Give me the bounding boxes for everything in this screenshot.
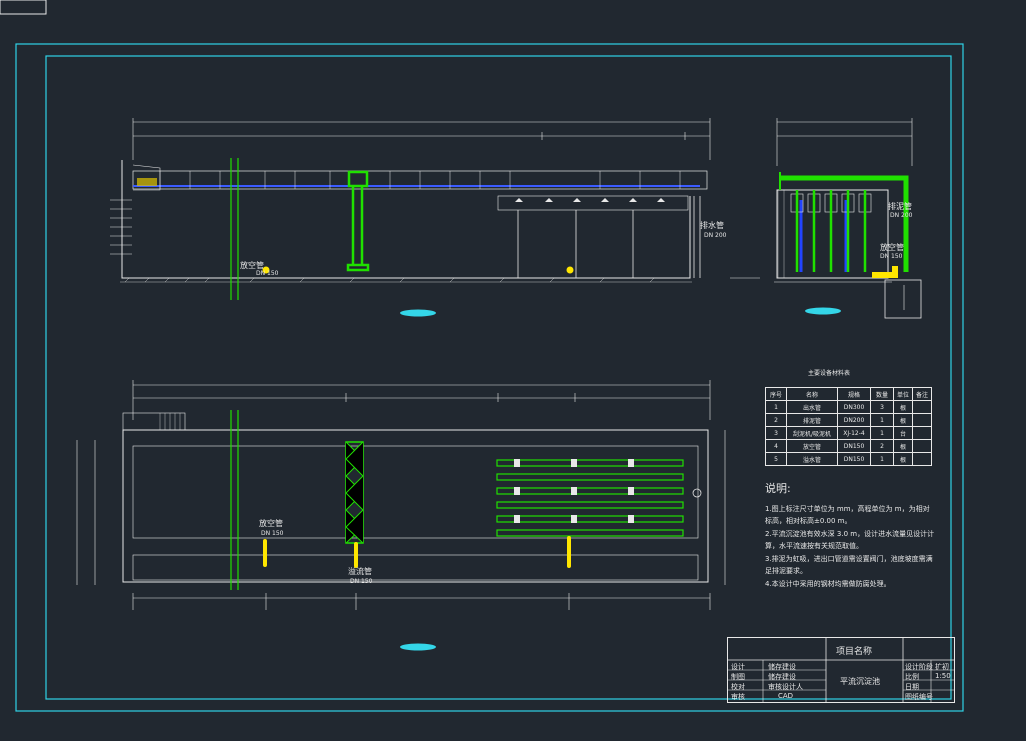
table-cell: 根 [893, 413, 913, 427]
table-header: 单位 [893, 387, 913, 401]
table-cell: DN200 [837, 413, 871, 427]
title-block-meta-value: 1:50 [935, 672, 951, 680]
table-cell: 5 [765, 452, 787, 466]
table-cell: 2 [870, 439, 894, 453]
plan-drain-pipe-label: 放空管 [259, 519, 283, 528]
drawing-title: 平流沉淀池 [840, 677, 880, 686]
table-header: 数量 [870, 387, 894, 401]
project-name-label: 项目名称 [836, 647, 873, 657]
table-header-row: 序号 名称 规格 数量 单位 备注 [765, 387, 932, 401]
equipment-table: 序号 名称 规格 数量 单位 备注 1 出水管 DN300 3 根 2 排泥管 … [765, 387, 932, 466]
note-item: 4.本设计中采用的钢材均需做防腐处理。 [765, 580, 891, 588]
table-row: 5 溢水管 DN150 1 根 [765, 452, 932, 466]
table-cell: 溢水管 [786, 452, 838, 466]
title-block-meta-label: 比例 [905, 673, 919, 681]
table-cell: 刮泥机/吸泥机 [786, 426, 838, 440]
sludge-pipe-label: 排泥管 [888, 202, 912, 211]
table-row: 3 刮泥机/吸泥机 XJ-12-4 1 台 [765, 426, 932, 440]
plan-caption [400, 643, 436, 651]
title-block-meta-label: 日期 [905, 683, 919, 691]
section-caption-2 [805, 307, 841, 315]
table-cell [912, 452, 932, 466]
table-cell: 出水管 [786, 400, 838, 414]
table-cell: 3 [870, 400, 894, 414]
plan-overflow-pipe-label: 溢流管 [348, 567, 372, 576]
outlet-pipe-dn: DN 200 [704, 232, 727, 239]
overflow-pipe-dn: DN 150 [880, 253, 903, 260]
note-item: 3.排泥为虹吸，进出口管道需设置阀门，池底坡度需满足排泥要求。 [765, 555, 933, 575]
plan-overflow-pipe-dn: DN 150 [350, 578, 373, 585]
table-cell: 4 [765, 439, 787, 453]
title-block-meta-value: 扩初 [935, 663, 949, 671]
table-cell: 1 [870, 426, 894, 440]
table-cell: XJ-12-4 [837, 426, 871, 440]
table-header: 备注 [912, 387, 932, 401]
table-row: 2 排泥管 DN200 1 根 [765, 413, 932, 427]
table-cell: 根 [893, 400, 913, 414]
table-header: 规格 [837, 387, 871, 401]
title-block-value: 储存建设 [768, 663, 796, 671]
outer-frame [15, 43, 964, 712]
table-cell [912, 400, 932, 414]
equipment-table-title: 主要设备材料表 [808, 370, 851, 377]
notes-heading: 说明: [765, 482, 791, 495]
plan-view [76, 380, 726, 610]
title-block-meta-label: 图纸编号 [905, 693, 933, 701]
longitudinal-section [110, 118, 760, 300]
table-cell: 2 [765, 413, 787, 427]
table-cell: 排泥管 [786, 413, 838, 427]
plan-drain-pipe-dn: DN 150 [261, 530, 284, 537]
cross-section [774, 118, 922, 319]
table-cell [912, 426, 932, 440]
note-item: 2.平流沉淀池有效水深 3.0 m，设计进水流量见设计计算，水平流速按有关规范取… [765, 530, 935, 550]
table-cell: 台 [893, 426, 913, 440]
note-item: 1.图上标注尺寸单位为 mm，高程单位为 m，为相对标高，相对标高±0.00 m… [765, 505, 930, 525]
table-header: 序号 [765, 387, 787, 401]
drain-pipe-dn: DN 150 [256, 270, 279, 277]
table-cell: DN150 [837, 452, 871, 466]
table-cell: DN300 [837, 400, 871, 414]
drain-pipe-label: 放空管 [240, 261, 264, 270]
table-row: 4 放空管 DN150 2 根 [765, 439, 932, 453]
table-cell: 放空管 [786, 439, 838, 453]
table-cell: 根 [893, 452, 913, 466]
table-cell: 3 [765, 426, 787, 440]
sludge-pipe-dn: DN 200 [890, 212, 913, 219]
design-notes: 说明: 1.图上标注尺寸单位为 mm，高程单位为 m，为相对标高，相对标高±0.… [765, 483, 935, 591]
section-caption-1 [400, 309, 436, 317]
table-cell: DN150 [837, 439, 871, 453]
table-cell: 1 [870, 452, 894, 466]
table-cell: 1 [870, 413, 894, 427]
table-cell [912, 439, 932, 453]
overflow-pipe-label: 放空管 [880, 243, 904, 252]
title-block-value: 审核设计人 [768, 683, 803, 691]
viewport-corner-box [0, 0, 47, 15]
title-block-value: CAD [778, 692, 794, 700]
table-header: 名称 [786, 387, 838, 401]
title-block-grid [728, 638, 954, 702]
table-cell: 根 [893, 439, 913, 453]
table-row: 1 出水管 DN300 3 根 [765, 400, 932, 414]
title-block-role: 制图 [731, 673, 745, 681]
table-cell [912, 413, 932, 427]
table-cell: 1 [765, 400, 787, 414]
title-block: 项目名称 平流沉淀池 设计 储存建设 制图 储存建设 校对 审核设计人 审核 C… [727, 637, 955, 703]
title-block-role: 校对 [731, 683, 745, 691]
inner-frame [45, 55, 952, 700]
title-block-value: 储存建设 [768, 673, 796, 681]
outlet-pipe-label: 排水管 [700, 221, 724, 230]
title-block-role: 审核 [731, 693, 745, 701]
title-block-meta-label: 设计阶段 [905, 663, 933, 671]
title-block-role: 设计 [731, 663, 745, 671]
